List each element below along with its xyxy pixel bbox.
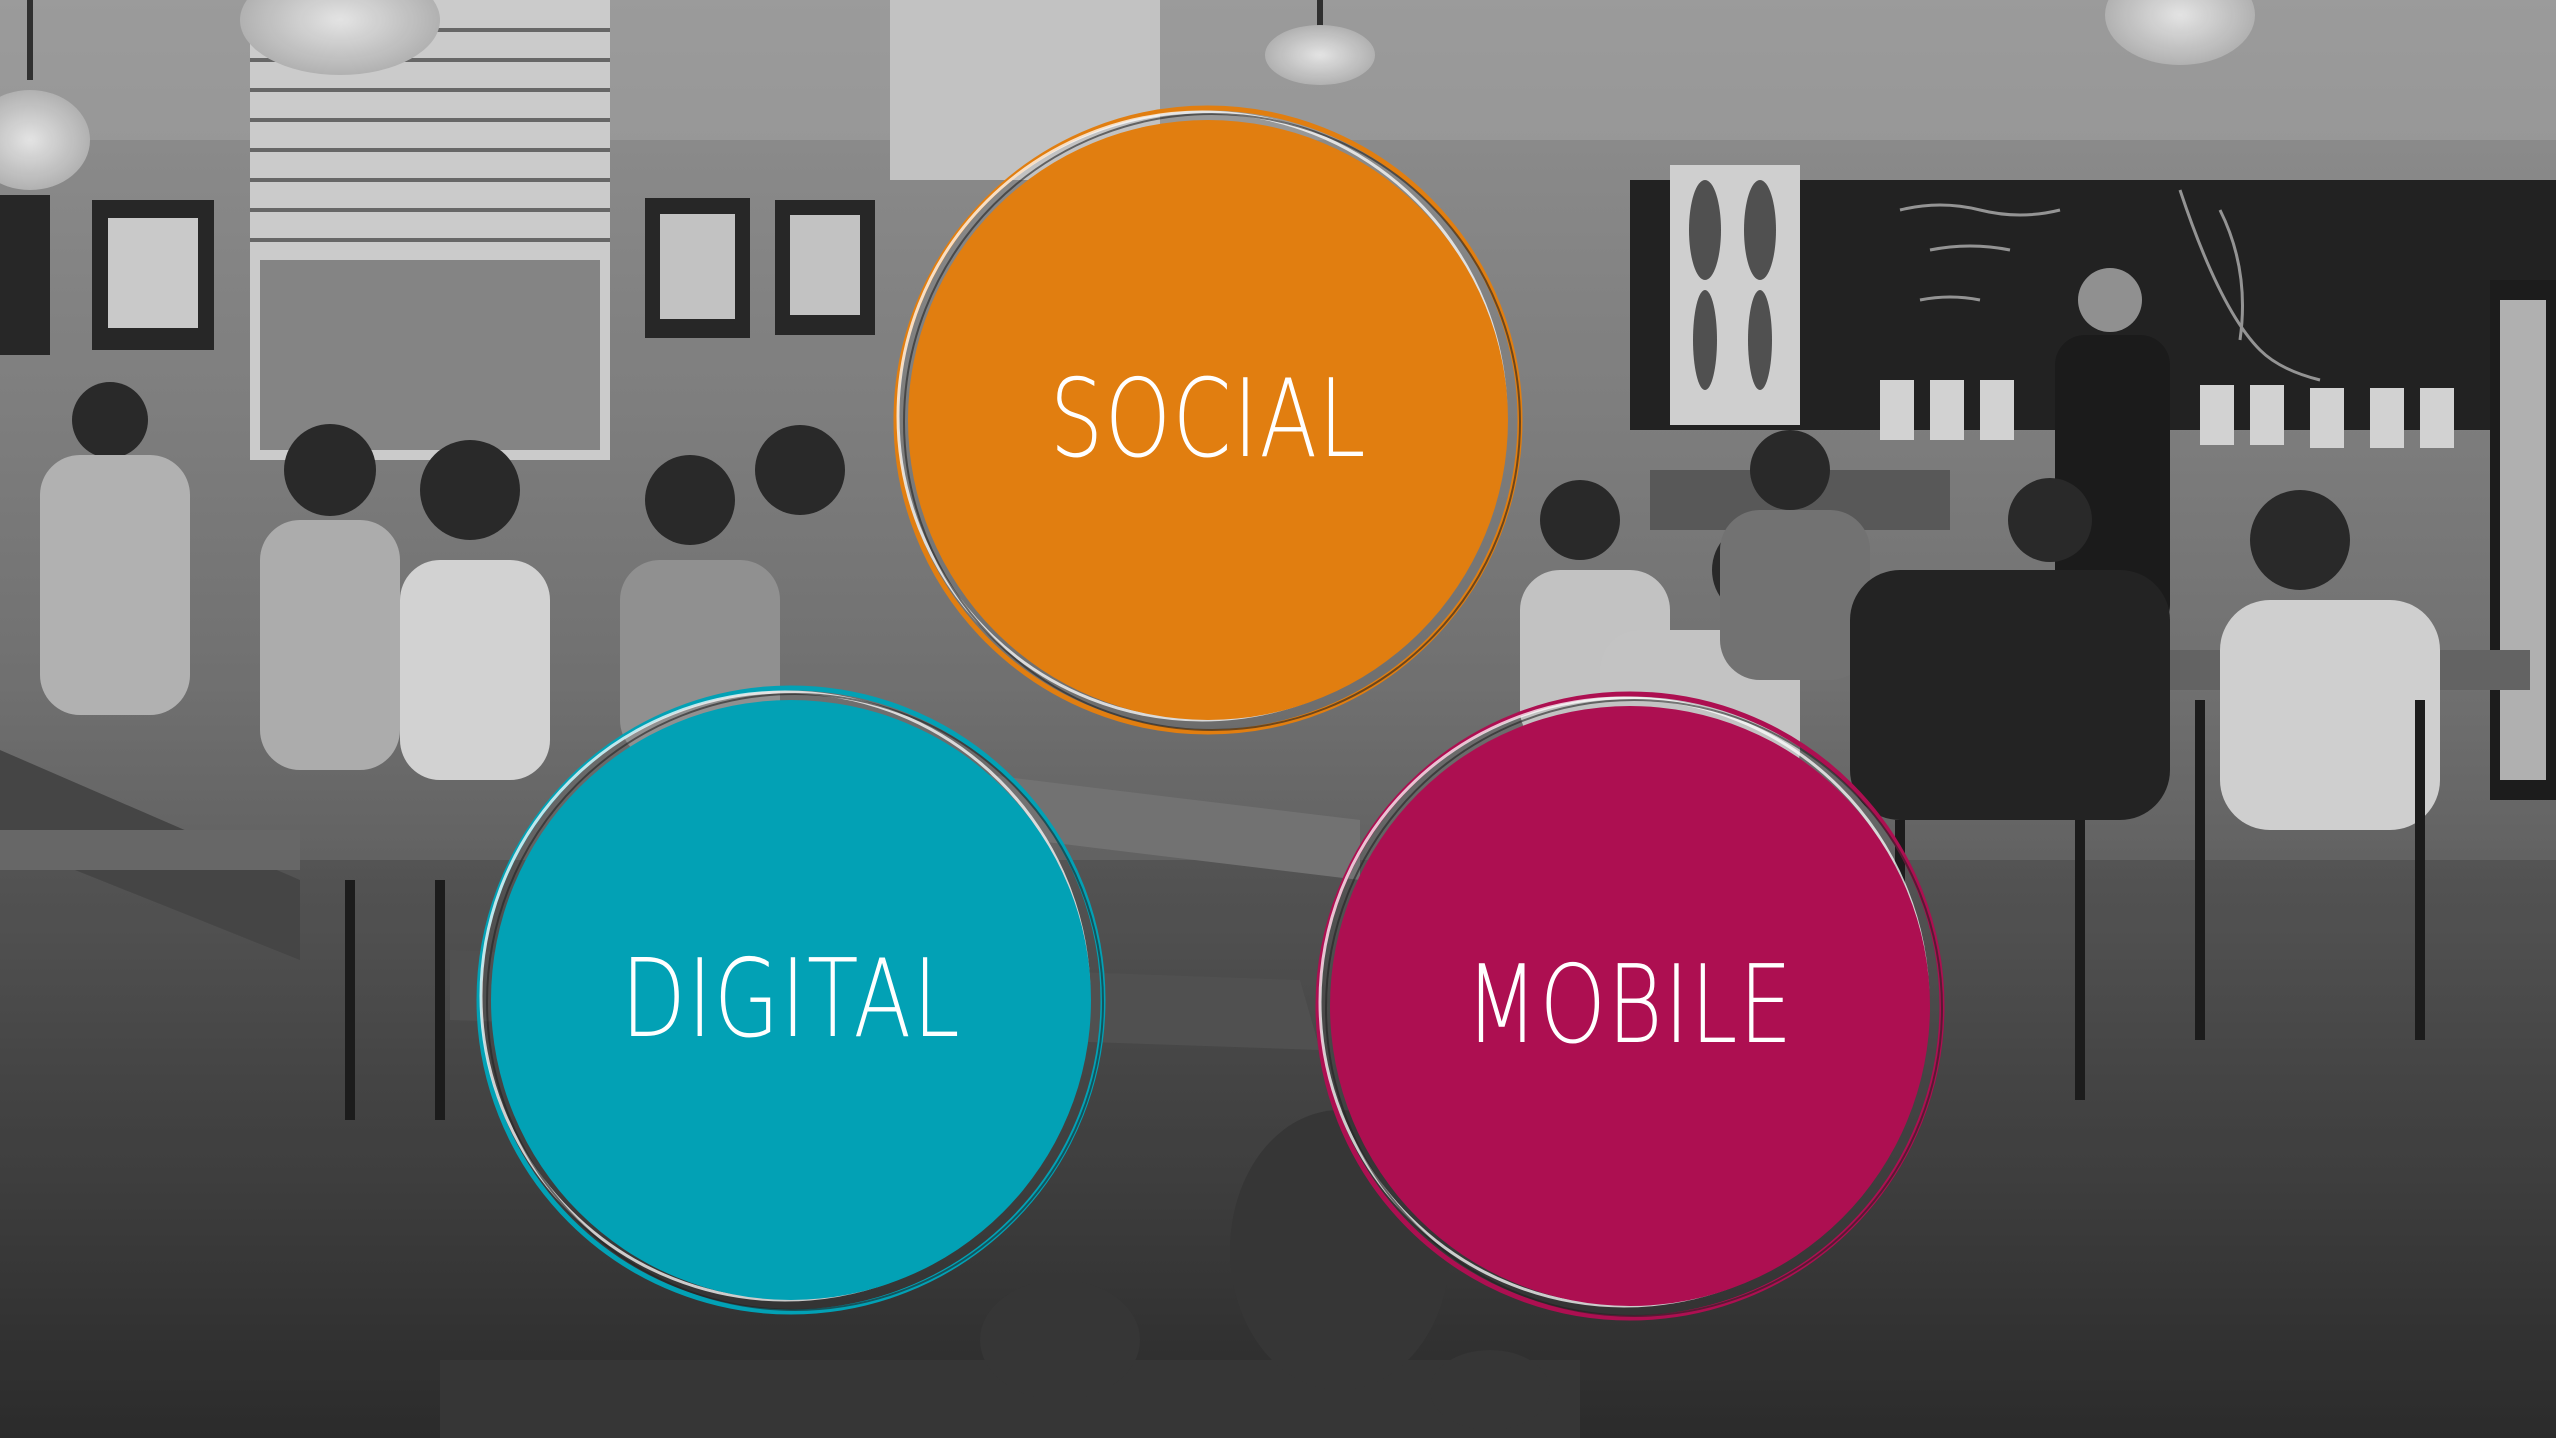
social-label: SOCIAL (1049, 357, 1367, 482)
social-disc: SOCIAL (908, 120, 1508, 720)
mobile-disc: MOBILE (1330, 706, 1930, 1306)
digital-disc: DIGITAL (491, 700, 1091, 1300)
social-circle: SOCIAL (888, 100, 1528, 740)
digital-circle: DIGITAL (471, 680, 1111, 1320)
social-ring (893, 105, 1523, 735)
mobile-circle: MOBILE (1310, 686, 1950, 1326)
digital-label: DIGITAL (620, 937, 962, 1062)
mobile-label: MOBILE (1465, 943, 1795, 1068)
